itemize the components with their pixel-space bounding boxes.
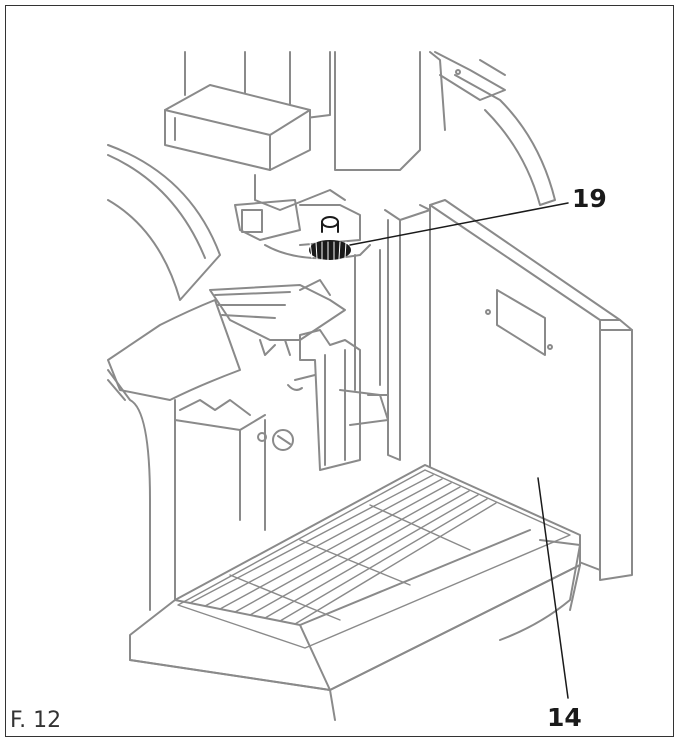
grinder-assembly [234, 174, 389, 426]
left-curved-panel [107, 144, 241, 401]
figure-frame [5, 5, 674, 737]
gear-19-icon [309, 216, 351, 261]
side-door-top [434, 51, 556, 206]
door-panel-14 [429, 199, 633, 581]
leader-line-19 [349, 202, 569, 246]
brew-group [209, 279, 361, 471]
figure-number: F. 12 [10, 708, 62, 733]
cup-area [107, 369, 267, 611]
drip-tray [129, 464, 581, 721]
drip-grate [177, 469, 571, 649]
hopper-assembly [164, 51, 446, 171]
right-column [384, 204, 431, 471]
callout-14-label: 14 [547, 703, 582, 732]
leader-line-14 [537, 477, 569, 699]
callout-19-label: 19 [572, 184, 607, 213]
